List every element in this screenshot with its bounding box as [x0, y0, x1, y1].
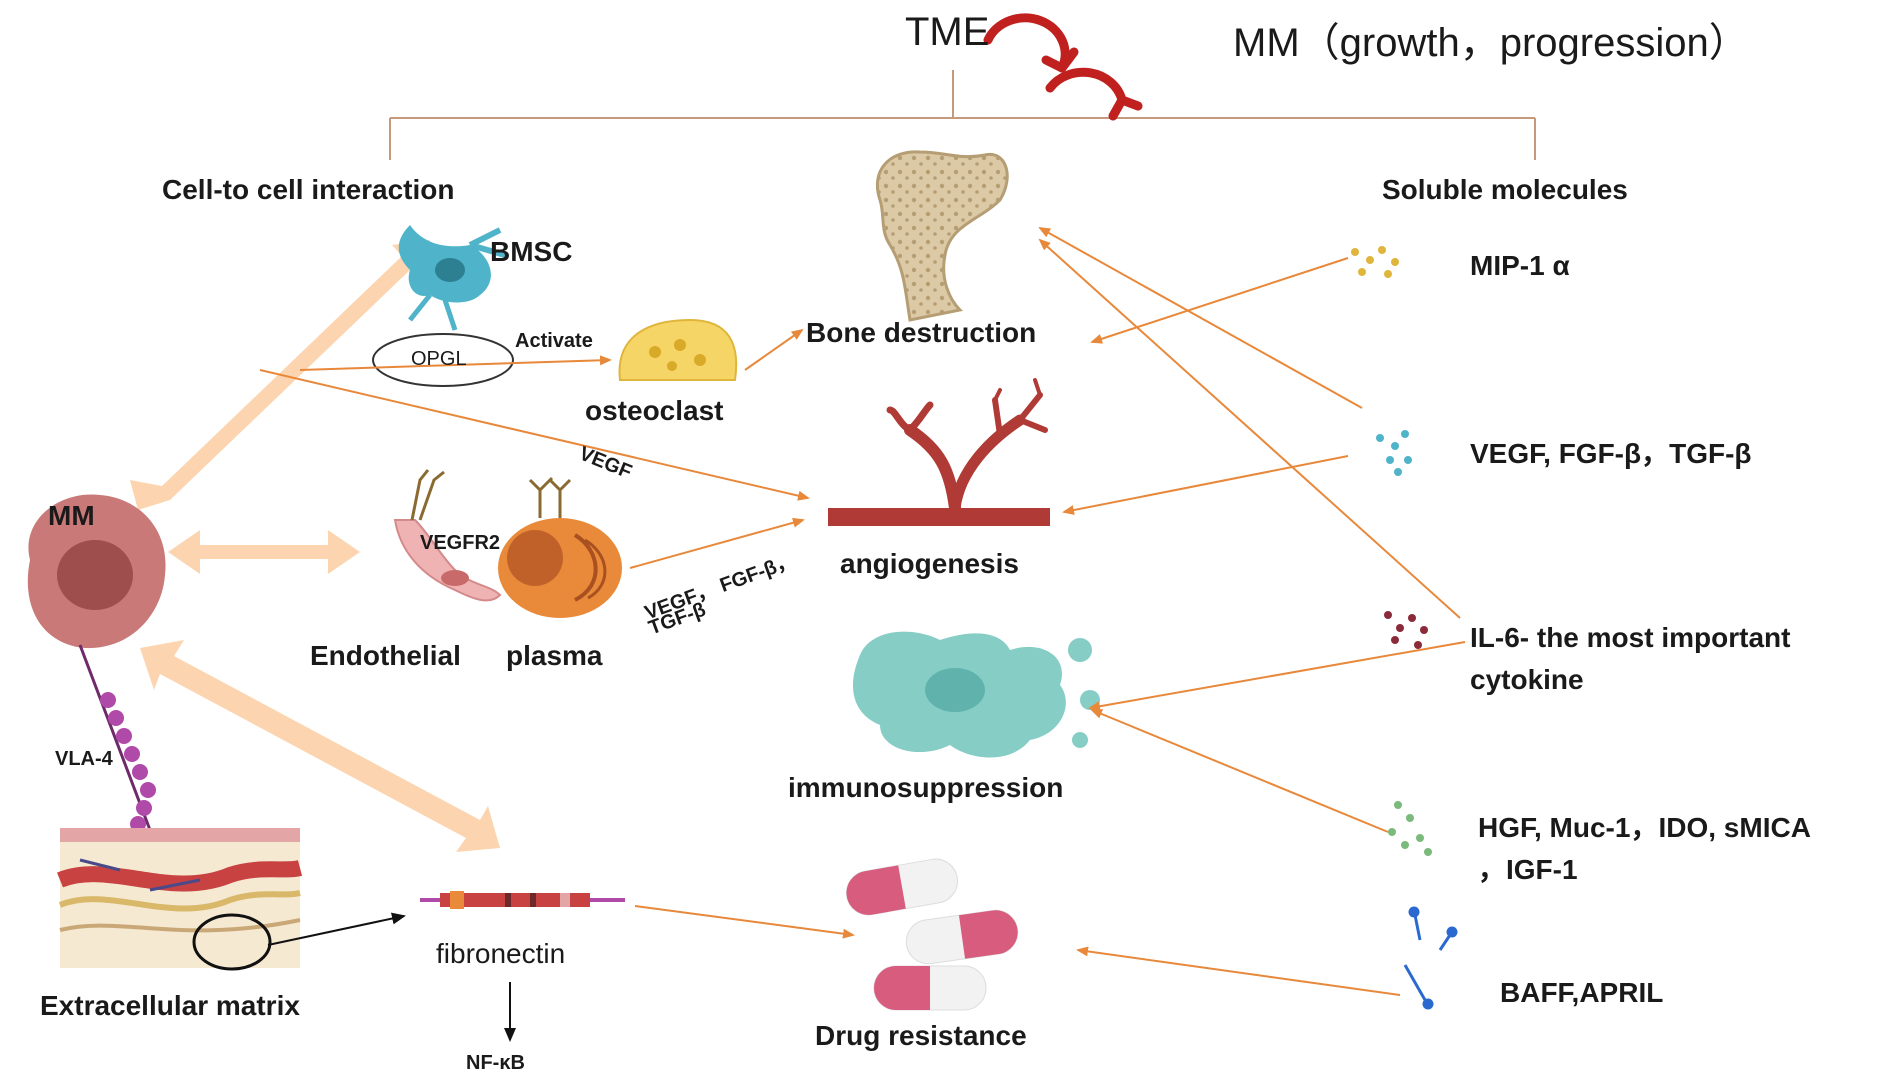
baff-molecules-icon: [1403, 906, 1458, 1010]
hgf-label-2: ，IGF-1: [1478, 854, 1578, 885]
bmsc-label: BMSC: [490, 236, 573, 267]
cell-interaction-label: Cell-to cell interaction: [162, 174, 455, 205]
opgl-label: OPGL: [411, 348, 467, 370]
extracellular-matrix-label: Extracellular matrix: [40, 990, 300, 1021]
osteoclast-icon: [618, 318, 738, 381]
fibronectin-icon: [420, 891, 625, 909]
vegfr2-label: VEGFR2: [420, 532, 501, 554]
endothelial-cell-icon: [393, 469, 502, 602]
drug-resistance-label: Drug resistance: [815, 1020, 1027, 1051]
osteoclast-label: osteoclast: [585, 395, 724, 426]
signal-arrows: [259, 227, 1466, 996]
opgl-ellipse: [372, 333, 514, 387]
mm-growth-label: MM（growth，progression）: [1233, 21, 1749, 65]
vegf-dots-icon: [1376, 430, 1412, 476]
bone-icon: [875, 150, 1009, 322]
soluble-molecules-label: Soluble molecules: [1382, 174, 1628, 205]
black-arrows: [267, 912, 516, 1042]
activate-label: Activate: [515, 330, 593, 352]
tme-label: TME: [905, 10, 990, 54]
il6-dots-icon: [1384, 611, 1428, 649]
top-bracket: [389, 70, 1536, 160]
mm-endothelial-double-arrow: [168, 530, 360, 574]
il6-label-2: cytokine: [1470, 664, 1584, 695]
angiogenesis-label: angiogenesis: [840, 548, 1019, 579]
plasma-cell-icon: [498, 476, 622, 618]
baff-label: BAFF,APRIL: [1500, 977, 1664, 1008]
pills-icon: [846, 858, 1019, 1011]
bmsc-cell-icon: [398, 225, 506, 331]
immunosuppression-label: immunosuppression: [788, 772, 1064, 803]
endothelial-label: Endothelial: [310, 640, 461, 671]
bone-destruction-label: Bone destruction: [806, 317, 1037, 348]
extracellular-matrix-icon: [57, 828, 303, 971]
mm-fibronectin-double-arrow: [140, 640, 500, 852]
vla4-chain-icon: [78, 644, 156, 832]
mm-label: MM: [48, 500, 95, 531]
hgf-dots-icon: [1388, 801, 1432, 856]
vegf-group-label: VEGF, FGF-β，TGF-β: [1470, 438, 1752, 469]
mm-cell-icon: [27, 494, 166, 649]
immune-cells-icon: [852, 631, 1100, 758]
vessel-icon: [828, 378, 1050, 526]
plasma-label: plasma: [506, 640, 603, 671]
nfkb-label: NF-κB: [466, 1052, 525, 1074]
hgf-label-1: HGF, Muc-1，IDO, sMICA: [1478, 812, 1811, 843]
fibronectin-label: fibronectin: [436, 938, 566, 969]
vla4-label: VLA-4: [55, 748, 113, 770]
cycle-arrows-icon: [983, 13, 1143, 121]
mip1a-dots-icon: [1351, 246, 1399, 278]
mip1a-label: MIP-1 α: [1470, 250, 1570, 281]
il6-label-1: IL-6- the most important: [1470, 622, 1791, 653]
